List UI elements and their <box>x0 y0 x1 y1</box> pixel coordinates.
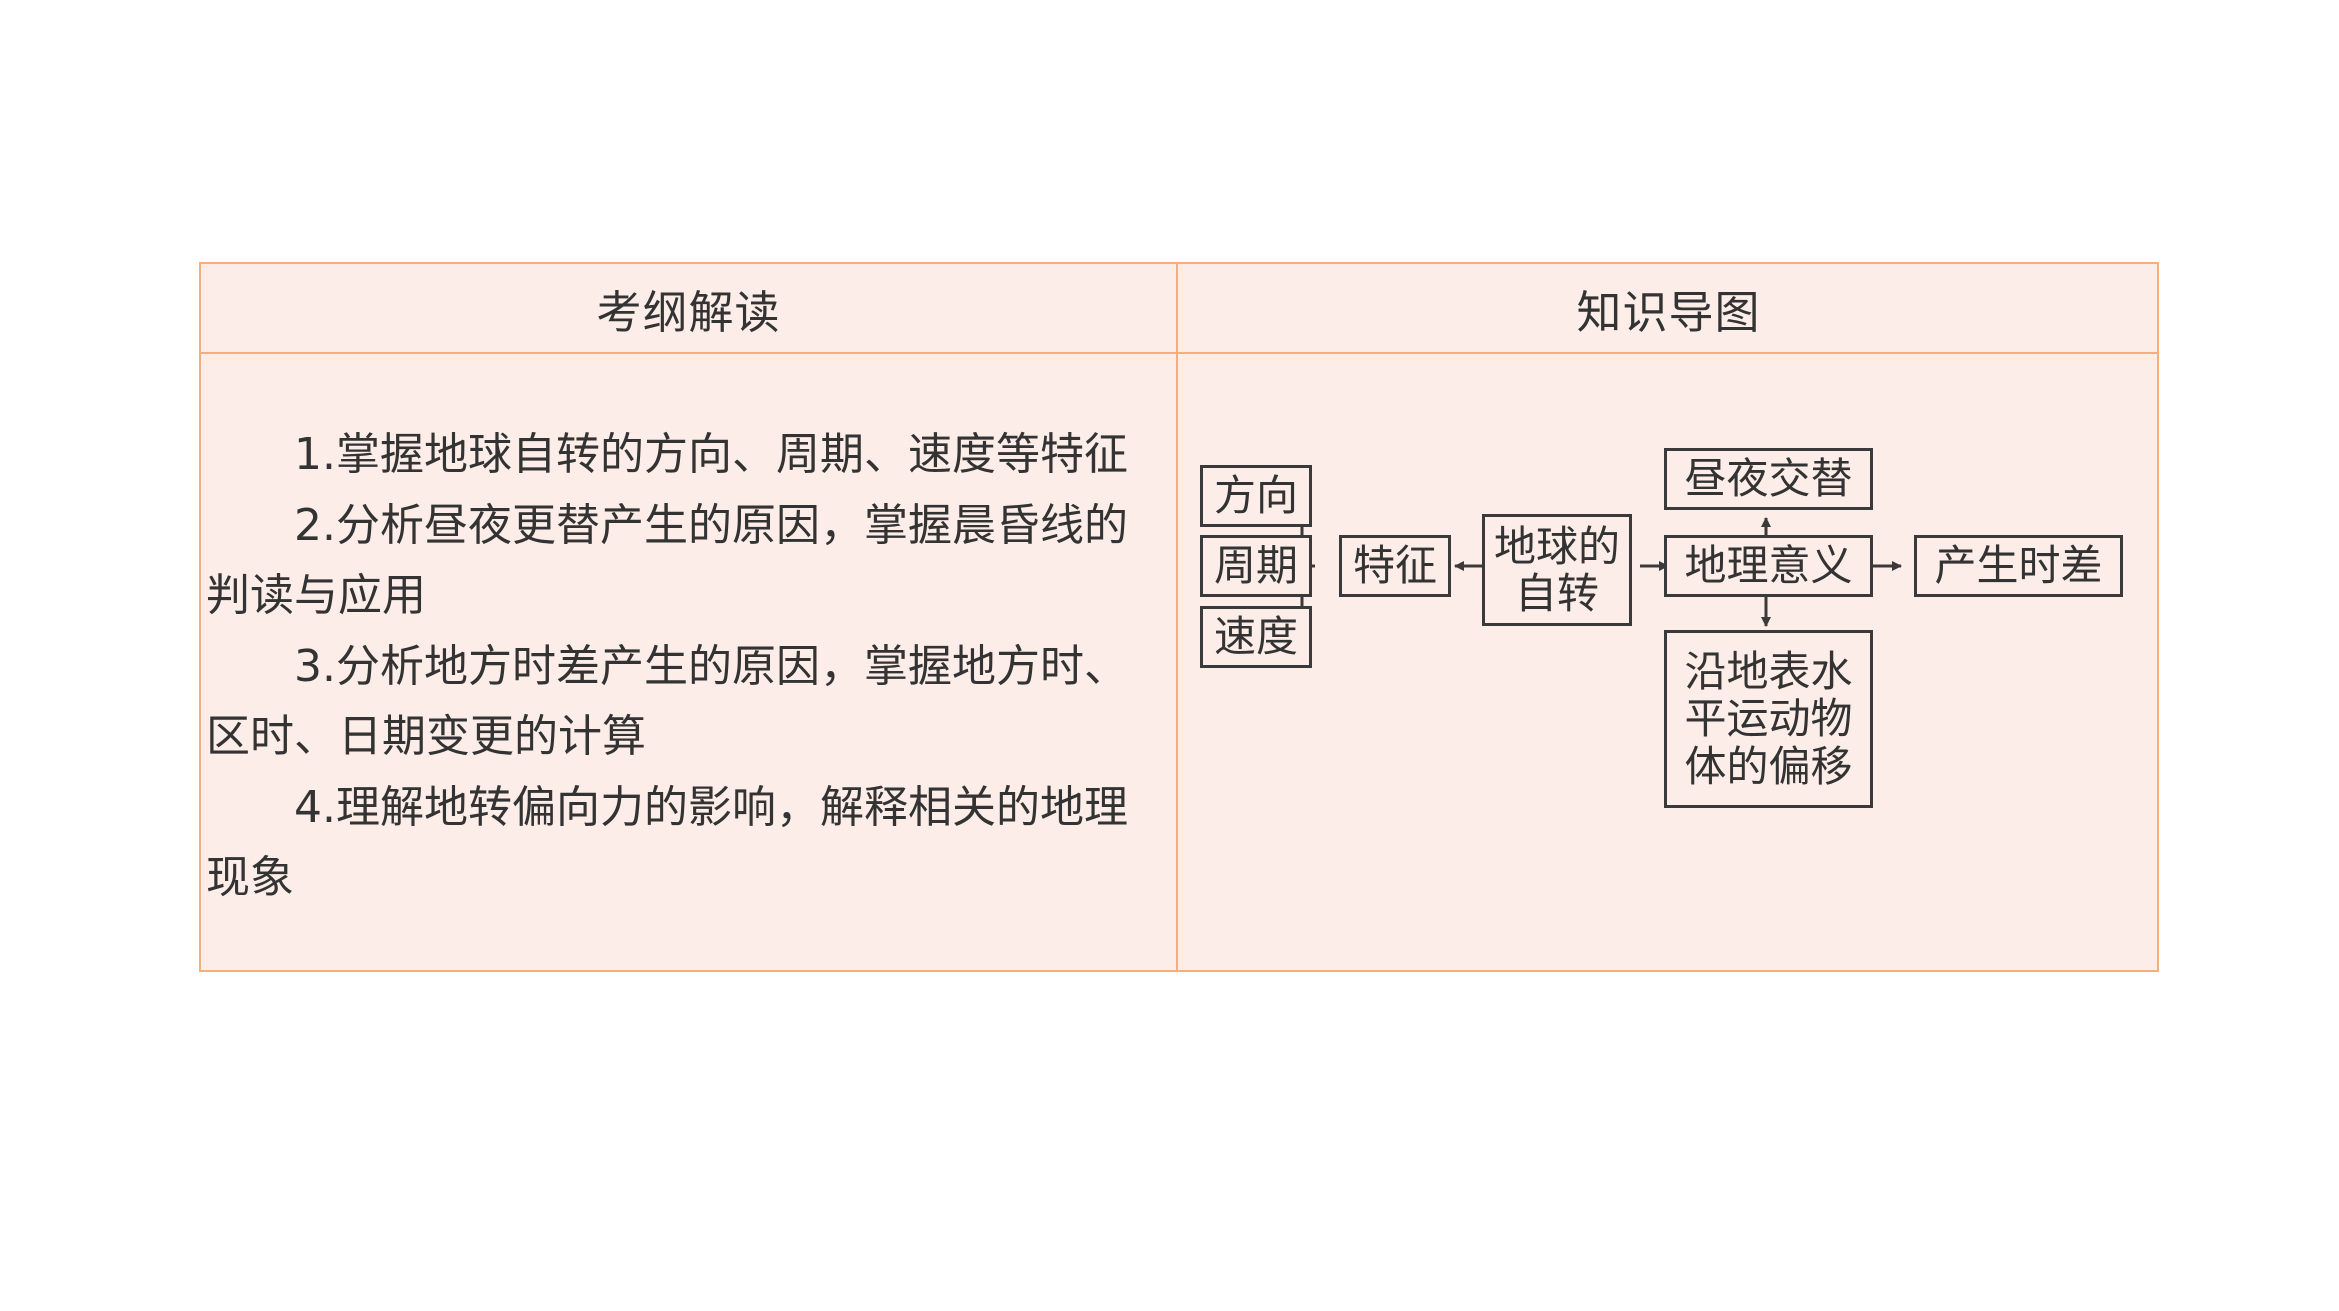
column-divider <box>1176 264 1178 970</box>
outline-item-3: 3.分析地方时差产生的原因，掌握地方时、区时、日期变更的计算 <box>206 640 1128 763</box>
box-direction: 方向 <box>1200 465 1312 527</box>
outline-table: 考纲解读 知识导图 1.掌握地球自转的方向、周期、速度等特征 2.分析昼夜更替产… <box>199 262 2159 972</box>
box-features: 特征 <box>1339 535 1451 597</box>
box-time-difference: 产生时差 <box>1914 535 2123 597</box>
header-knowledge-map: 知识导图 <box>1576 285 1761 339</box>
box-deflection: 沿地表水 平运动物 体的偏移 <box>1664 630 1873 808</box>
header-exam-outline: 考纲解读 <box>596 285 781 339</box>
box-period: 周期 <box>1200 535 1312 597</box>
outline-item-4: 4.理解地转偏向力的影响，解释相关的地理现象 <box>206 781 1128 904</box>
exam-outline-list: 1.掌握地球自转的方向、周期、速度等特征 2.分析昼夜更替产生的原因，掌握晨昏线… <box>206 420 1166 914</box>
outline-item-2: 2.分析昼夜更替产生的原因，掌握晨昏线的判读与应用 <box>206 499 1128 622</box>
box-geographic-meaning: 地理意义 <box>1664 535 1873 597</box>
box-day-night: 昼夜交替 <box>1664 448 1873 510</box>
box-speed: 速度 <box>1200 606 1312 668</box>
outline-item-1: 1.掌握地球自转的方向、周期、速度等特征 <box>294 429 1128 480</box>
box-earth-rotation: 地球的 自转 <box>1482 514 1632 626</box>
header-divider <box>201 352 2157 354</box>
